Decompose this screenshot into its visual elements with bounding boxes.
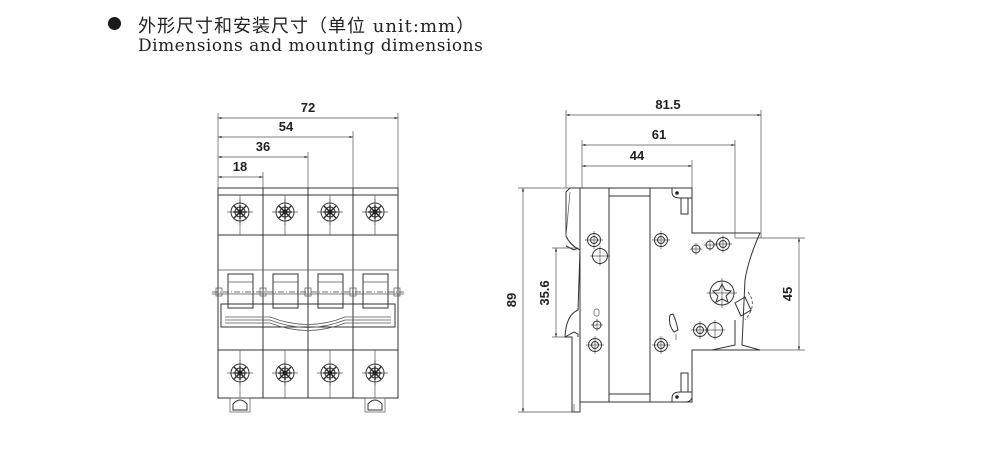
mounting-hole-icon	[651, 230, 671, 250]
dim-label-81-5: 81.5	[655, 97, 680, 112]
mounting-hole-icon	[703, 238, 717, 252]
terminal-screw-icon	[226, 359, 254, 387]
handle-blocks	[212, 269, 404, 309]
handle-bar	[220, 303, 396, 331]
lever-mechanism-icon	[669, 278, 753, 351]
din-clip-right	[364, 397, 386, 413]
small-slot-icon	[593, 308, 600, 317]
dim-label-72: 72	[301, 100, 315, 115]
mounting-hole-icon	[689, 242, 703, 256]
dim-label-89: 89	[504, 293, 519, 307]
front-view: 72 54 36 18	[212, 100, 404, 413]
mounting-hole-icon	[713, 234, 733, 254]
mounting-hole-icon	[590, 318, 604, 332]
dim-label-45: 45	[780, 287, 795, 301]
mounting-hole-icon	[704, 319, 726, 341]
side-clip-bottom	[671, 372, 693, 403]
dim-label-54: 54	[279, 119, 294, 134]
terminal-screw-icon	[361, 198, 389, 226]
side-clip-top	[671, 187, 693, 215]
dim-label-61: 61	[652, 127, 666, 142]
dim-label-44: 44	[630, 148, 645, 163]
terminal-screw-icon	[361, 359, 389, 387]
breaker-side-body	[564, 187, 761, 413]
terminal-screw-icon	[316, 359, 344, 387]
bullet-icon	[108, 17, 121, 30]
mounting-hole-icon	[585, 335, 605, 355]
title-chinese: 外形尺寸和安装尺寸（单位 unit:mm）	[138, 16, 476, 37]
terminal-screw-icon	[316, 198, 344, 226]
front-dimension-lines	[217, 113, 399, 188]
mounting-hole-icon	[651, 335, 671, 355]
terminal-screw-icon	[271, 359, 299, 387]
din-latch-lower	[564, 331, 579, 338]
mounting-hole-icon	[589, 245, 611, 267]
title-english: Dimensions and mounting dimensions	[138, 36, 484, 56]
terminal-screw-icon	[271, 198, 299, 226]
dim-label-18: 18	[233, 159, 247, 174]
terminal-screw-icon	[226, 198, 254, 226]
dim-label-36: 36	[256, 139, 270, 154]
side-view: 81.5 61 44 89 35.6 45	[504, 97, 805, 413]
din-clip-left	[229, 397, 251, 413]
dim-label-35-6: 35.6	[537, 280, 552, 305]
din-latch-upper	[565, 245, 579, 251]
